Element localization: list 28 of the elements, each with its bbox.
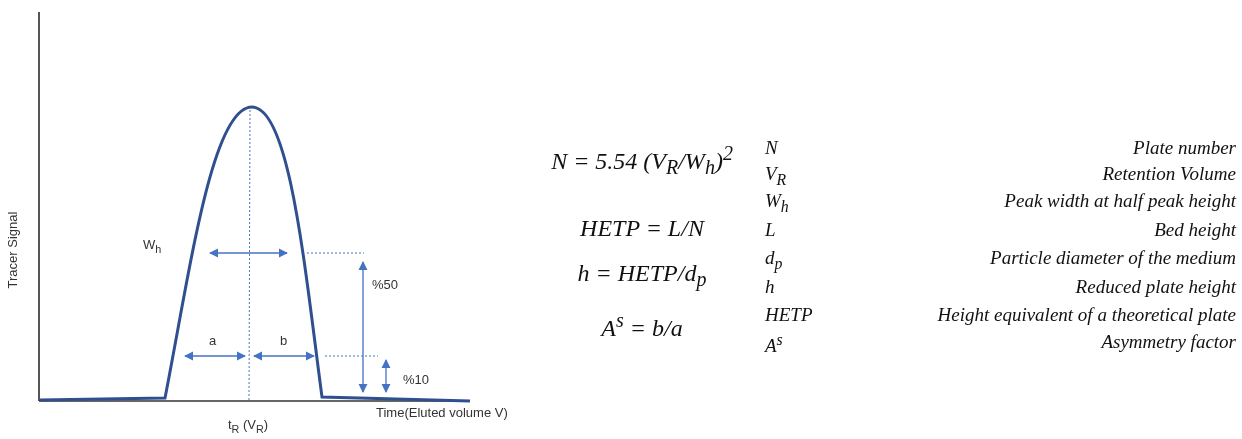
axis-title: Time(Eluted volume V) xyxy=(376,406,508,419)
symbol-text: N xyxy=(765,138,778,157)
dimension-label: a xyxy=(209,334,217,347)
symbol-text: HETP xyxy=(765,305,813,324)
symbol-text: d$_{p}$ xyxy=(765,248,783,272)
definition-text: Height equivalent of a theoretical plate xyxy=(937,305,1236,324)
symbol-text: h xyxy=(765,277,775,296)
symbol-text: L xyxy=(765,220,776,239)
definition-text: Particle diameter of the medium xyxy=(990,248,1236,267)
dimension-label: %10 xyxy=(403,373,430,386)
axis-title: Tracer Signal xyxy=(5,211,19,289)
definition-text: Reduced plate height xyxy=(1075,277,1236,296)
formula: N = 5.54 (V$_{R}$/W$_{h}$)$^{2}$ xyxy=(551,142,733,178)
definition-text: Bed height xyxy=(1154,220,1236,239)
symbol-text: W$_{h}$ xyxy=(765,191,789,215)
formula: A$^{s}$ = b/a xyxy=(601,310,683,340)
definition-text: Peak width at half peak height xyxy=(1004,191,1236,210)
symbol-text: A$^{s}$ xyxy=(765,332,783,356)
definition-text: Plate number xyxy=(1133,138,1236,157)
formula: h = HETP/d$_{p}$ xyxy=(577,260,707,290)
dimension-label: %50 xyxy=(372,278,399,291)
dimension-label: b xyxy=(280,334,288,347)
formula: HETP = L/N xyxy=(580,216,704,240)
symbol-text: V$_{R}$ xyxy=(765,164,787,188)
definition-text: Asymmetry factor xyxy=(1101,332,1236,351)
axis-tick-label: t$_{R}$ (V$_{R}$) xyxy=(227,418,269,435)
dimension-label: W$_{h}$ xyxy=(143,238,162,255)
definition-text: Retention Volume xyxy=(1102,164,1236,183)
